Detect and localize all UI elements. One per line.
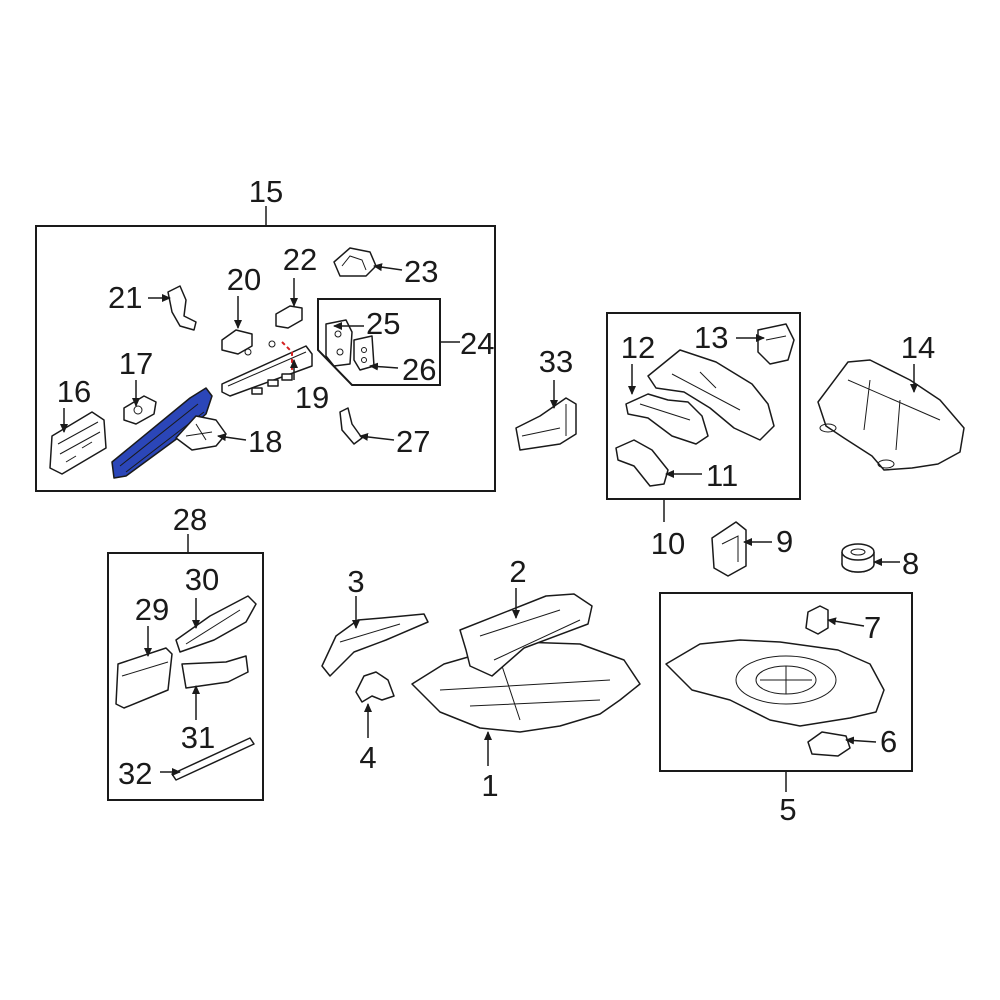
callout-10[interactable]: 10 (651, 526, 685, 561)
callout-31[interactable]: 31 (181, 720, 215, 755)
part-19-crossmember[interactable] (221, 340, 313, 397)
part-32-rod[interactable] (171, 737, 255, 781)
part-22-bracket[interactable] (275, 305, 303, 329)
callout-18[interactable]: 18 (248, 424, 282, 459)
part-10-upper-panel[interactable] (647, 349, 775, 441)
callout-16[interactable]: 16 (57, 374, 91, 409)
callout-11[interactable]: 11 (706, 458, 738, 493)
callout-1[interactable]: 1 (481, 768, 498, 803)
callout-8[interactable]: 8 (902, 546, 919, 581)
part-14-rear-floor[interactable] (817, 359, 965, 471)
part-11-reinforcement[interactable] (615, 439, 669, 487)
part-21-bracket[interactable] (167, 285, 197, 331)
group-box-10 (606, 312, 801, 500)
leader-lines (60, 206, 918, 792)
callout-6[interactable]: 6 (880, 724, 897, 759)
part-2-tunnel[interactable] (459, 593, 593, 677)
part-12-floor-panel[interactable] (625, 393, 709, 445)
part-20-bracket[interactable] (221, 329, 253, 355)
part-9-bracket[interactable] (711, 521, 747, 577)
callout-12[interactable]: 12 (621, 330, 655, 365)
callout-30[interactable]: 30 (185, 562, 219, 597)
callout-20[interactable]: 20 (227, 262, 261, 297)
part-1-floor-pan[interactable] (411, 641, 641, 733)
part-7-bracket[interactable] (805, 605, 829, 635)
callout-26[interactable]: 26 (402, 352, 436, 387)
part-23-mount[interactable] (333, 247, 377, 277)
part-6-bracket[interactable] (807, 731, 851, 757)
callout-2[interactable]: 2 (509, 554, 526, 589)
callout-24[interactable]: 24 (460, 326, 494, 361)
callout-21[interactable]: 21 (108, 280, 142, 315)
callout-13[interactable]: 13 (694, 320, 728, 355)
callout-labels: 15 16 17 18 19 20 21 22 23 24 25 26 27 3… (57, 174, 935, 827)
callout-3[interactable]: 3 (347, 564, 364, 599)
callout-29[interactable]: 29 (135, 592, 169, 627)
part-13-bracket[interactable] (757, 323, 795, 365)
part-26-plate[interactable] (353, 335, 375, 371)
part-17-bracket[interactable] (123, 395, 157, 425)
callout-9[interactable]: 9 (776, 524, 793, 559)
part-31-bracket[interactable] (181, 655, 249, 689)
part-8-grommet[interactable] (841, 543, 875, 573)
group-box-24 (317, 298, 441, 386)
callout-4[interactable]: 4 (359, 740, 376, 775)
callout-23[interactable]: 23 (404, 254, 438, 289)
part-25-plate[interactable] (325, 319, 353, 367)
callout-25[interactable]: 25 (366, 306, 400, 341)
callout-28[interactable]: 28 (173, 502, 207, 537)
callout-22[interactable]: 22 (283, 242, 317, 277)
part-side-rail-highlighted[interactable] (111, 387, 213, 479)
callout-5[interactable]: 5 (779, 792, 796, 827)
part-4-bracket[interactable] (355, 671, 395, 703)
callout-27[interactable]: 27 (396, 424, 430, 459)
part-16-panel[interactable] (49, 411, 107, 475)
group-box-28 (107, 552, 264, 801)
callout-32[interactable]: 32 (118, 756, 152, 791)
callout-7[interactable]: 7 (864, 610, 881, 645)
callout-19[interactable]: 19 (295, 380, 329, 415)
part-5-spare-tire-well[interactable] (665, 639, 885, 727)
callout-17[interactable]: 17 (119, 346, 153, 381)
part-30-bracket[interactable] (175, 595, 257, 653)
callout-14[interactable]: 14 (901, 330, 935, 365)
part-3-bracket[interactable] (321, 613, 429, 677)
part-29-panel[interactable] (115, 647, 173, 709)
part-33-bracket[interactable] (515, 397, 577, 451)
callout-33[interactable]: 33 (539, 344, 573, 379)
callout-15[interactable]: 15 (249, 174, 283, 209)
red-dashed-line (281, 341, 293, 372)
part-27-bracket[interactable] (339, 407, 363, 445)
